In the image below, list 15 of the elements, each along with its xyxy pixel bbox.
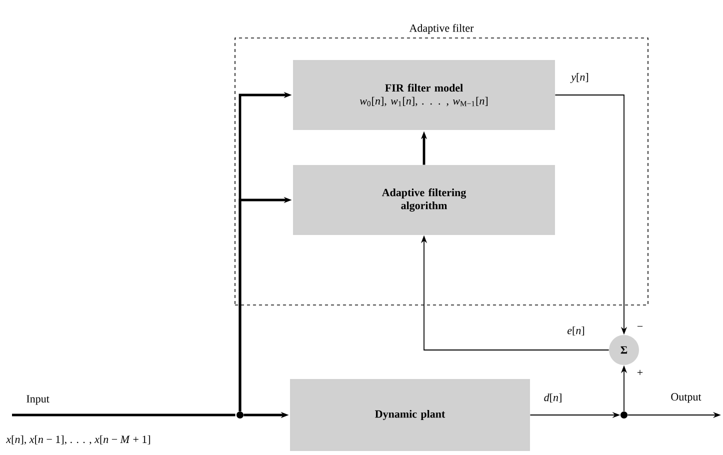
summing-junction: Σ [609,335,639,365]
process-box: FIR filter model w$_{0}$[n], w$_{1}$[n], . . . , w$_{M−1}$[n] [293,60,555,130]
junction-dot [620,412,628,418]
junction-dot [236,412,244,418]
edge-label: y[n] [570,73,588,83]
process-box: Adaptive filtering algorithm [293,165,555,235]
process-box: Dynamic plant [290,379,530,451]
edge-label: d[n] [544,393,562,403]
signal-label: x[n], x[n − 1], . . . , x[n − M + 1] [6,435,150,445]
edge-label: Input [26,395,50,405]
edge-label: e[n] [568,326,584,336]
node-label: Adaptive filter [409,24,474,34]
edge-label: + [637,370,643,376]
edge-label: Output [671,393,702,403]
sign-label: − [637,326,643,327]
